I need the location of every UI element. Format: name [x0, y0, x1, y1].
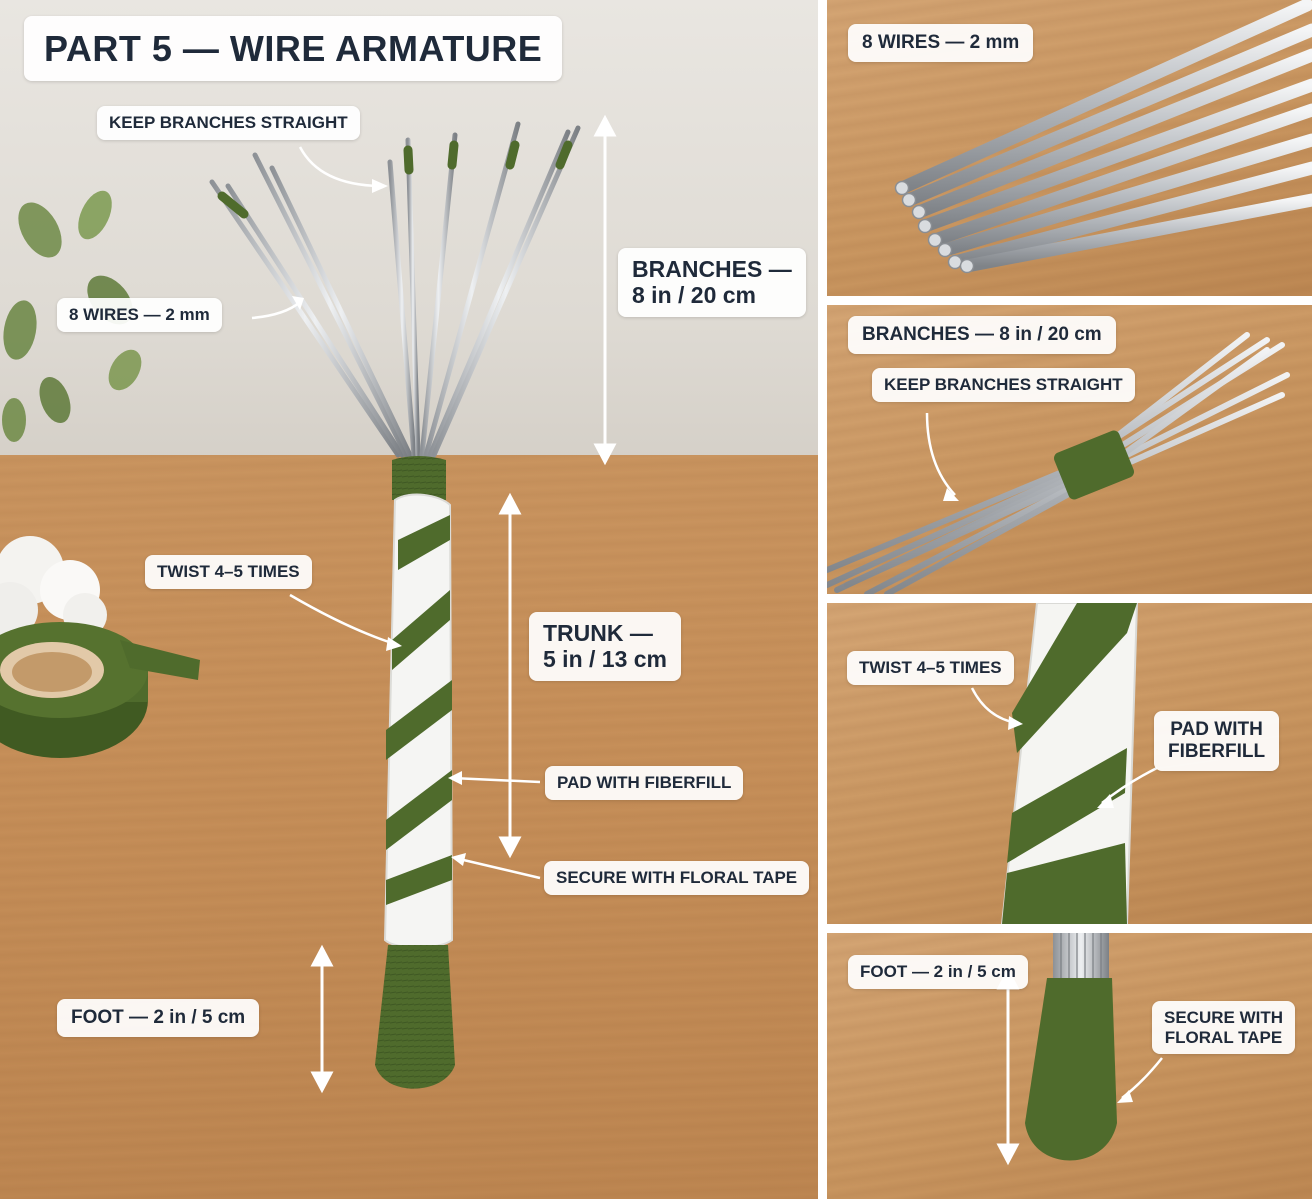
fiberfill-cloud [0, 536, 107, 638]
dimension-arrows [310, 114, 617, 1094]
detail-trunk-pad-line1: PAD WITH [1170, 719, 1263, 740]
detail-wires-label: 8 WIRES — 2 mm [848, 24, 1034, 62]
wire-branches [209, 121, 581, 458]
plant-leaves [2, 190, 142, 442]
label-branches: BRANCHES — 8 in / 20 cm [618, 248, 806, 317]
detail-trunk-pad: PAD WITH FIBERFILL [1154, 711, 1280, 771]
callout-arrowheads [292, 179, 466, 866]
detail-foot-secure-line1: SECURE WITH [1164, 1008, 1283, 1027]
detail-branches-note: KEEP BRANCHES STRAIGHT [872, 368, 1135, 402]
label-twist: TWIST 4–5 TIMES [145, 555, 312, 589]
detail-panel-foot: FOOT — 2 in / 5 cm SECURE WITH FLORAL TA… [827, 933, 1312, 1199]
main-illustration [0, 114, 617, 1094]
page-title: PART 5 — WIRE ARMATURE [24, 16, 563, 82]
detail-foot-label: FOOT — 2 in / 5 cm [848, 955, 1028, 989]
branches-detail-illustration [827, 332, 1290, 594]
armature-trunk [375, 456, 455, 1089]
foot-detail-illustration [996, 933, 1163, 1166]
label-branches-line1: BRANCHES — [632, 256, 792, 282]
main-photo-panel: PART 5 — WIRE ARMATURE KEEP BRANCHES STR… [0, 0, 818, 1199]
wires-bundle-illustration [894, 0, 1312, 274]
label-pad-fiberfill: PAD WITH FIBERFILL [545, 766, 744, 800]
label-branches-line2: 8 in / 20 cm [632, 282, 757, 309]
label-trunk-line2: 5 in / 13 cm [543, 646, 668, 673]
detail-panel-branches: BRANCHES — 8 in / 20 cm KEEP BRANCHES ST… [827, 305, 1312, 594]
label-trunk: TRUNK — 5 in / 13 cm [529, 612, 682, 681]
trunk-detail-illustration [970, 603, 1158, 924]
detail-panel-wires: 8 WIRES — 2 mm [827, 0, 1312, 296]
label-secure-floral-tape: SECURE WITH FLORAL TAPE [544, 861, 810, 895]
detail-foot-secure-line2: FLORAL TAPE [1164, 1027, 1283, 1047]
detail-branches-label: BRANCHES — 8 in / 20 cm [848, 316, 1116, 354]
detail-trunk-twist: TWIST 4–5 TIMES [847, 651, 1014, 685]
label-keep-branches-straight: KEEP BRANCHES STRAIGHT [97, 106, 360, 140]
floral-tape-roll [0, 622, 200, 758]
label-trunk-line1: TRUNK — [543, 620, 653, 646]
detail-panel-trunk: TWIST 4–5 TIMES PAD WITH FIBERFILL [827, 603, 1312, 924]
detail-trunk-pad-line2: FIBERFILL [1168, 740, 1266, 762]
label-wires: 8 WIRES — 2 mm [57, 298, 222, 332]
label-foot: FOOT — 2 in / 5 cm [57, 999, 260, 1037]
detail-foot-secure: SECURE WITH FLORAL TAPE [1152, 1001, 1295, 1055]
